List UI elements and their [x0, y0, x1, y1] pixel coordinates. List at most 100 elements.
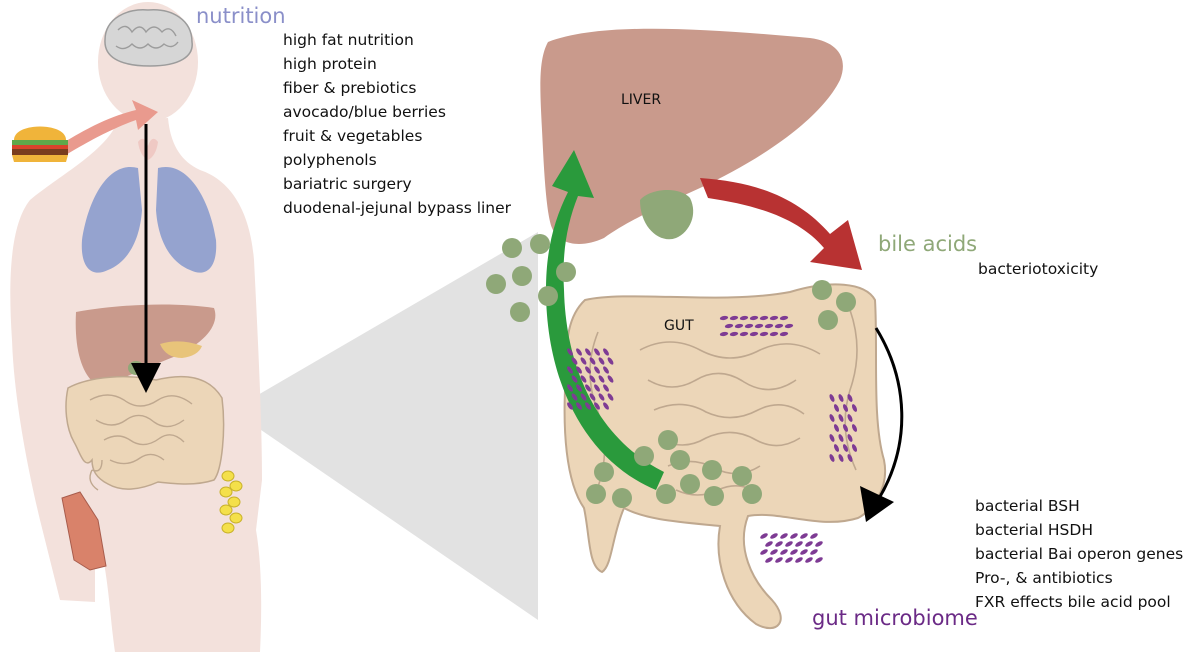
gut-microbiome-arrow	[874, 327, 904, 501]
bacterium-icon	[603, 402, 609, 410]
bile-acid-dot	[538, 286, 558, 306]
bacterium-icon	[829, 394, 835, 402]
bacterium-icon	[744, 323, 754, 329]
bacterium-icon	[598, 393, 605, 401]
bile-acid-dots	[486, 234, 856, 508]
bacterium-icon	[775, 557, 783, 563]
list-item: high protein	[283, 55, 377, 73]
bacterium-icon	[829, 454, 835, 462]
bile-acid-dot	[704, 486, 724, 506]
bacterium-icon	[598, 357, 605, 365]
bacterium-icon	[838, 394, 844, 402]
bacterium-icon	[719, 315, 729, 321]
list-item: polyphenols	[283, 151, 377, 169]
bacterium-icon	[779, 331, 789, 337]
bacterium-icon	[607, 357, 614, 365]
bacterium-icon	[785, 541, 793, 547]
bacterium-icon	[576, 384, 582, 392]
bacterium-icon	[580, 375, 587, 383]
bacterium-icon	[754, 323, 764, 329]
list-item: fruit & vegetables	[283, 127, 423, 145]
bile-acid-dot	[634, 446, 654, 466]
bacterium-icon	[603, 366, 609, 374]
bacterium-icon	[795, 541, 803, 547]
bacterium-icon	[851, 444, 858, 452]
bacterium-icon	[760, 549, 768, 555]
bacterium-icon	[795, 557, 803, 563]
bacterium-icon	[594, 366, 600, 374]
bacterium-icon	[749, 331, 759, 337]
thyroid-icon	[138, 138, 158, 160]
bacterium-icon	[571, 393, 578, 401]
liver-to-gut-arrow	[700, 178, 862, 270]
bile-acid-dot	[556, 262, 576, 282]
bacterium-icon	[576, 348, 582, 356]
bacterium-icon	[576, 402, 582, 410]
bacterium-icon	[800, 533, 808, 539]
bacteria-clusters	[567, 315, 858, 563]
gut-microbiome-title: gut microbiome	[812, 606, 978, 630]
bacterium-icon	[838, 454, 844, 462]
bacterium-icon	[780, 549, 788, 555]
bile-acid-dot	[818, 310, 838, 330]
bacterium-icon	[594, 402, 600, 410]
bacterium-icon	[567, 384, 573, 392]
list-item: duodenal-jejunal bypass liner	[283, 199, 512, 217]
zoom-wedge	[232, 232, 538, 620]
bacterium-icon	[810, 549, 818, 555]
bile-acid-dot	[702, 460, 722, 480]
bile-acid-dot	[836, 292, 856, 312]
bacterium-icon	[739, 331, 749, 337]
lungs-icon	[81, 166, 217, 273]
bacterium-icon	[815, 557, 823, 563]
gut-label: GUT	[664, 318, 694, 334]
bacterium-icon	[759, 315, 769, 321]
bacterium-icon	[765, 541, 773, 547]
bacterium-icon	[589, 357, 596, 365]
bacterium-icon	[607, 393, 614, 401]
bile-acid-dot	[656, 484, 676, 504]
bile-acid-dot	[612, 488, 632, 508]
bile-acid-dot	[530, 234, 550, 254]
list-item: bacterial HSDH	[975, 521, 1093, 539]
bacterium-icon	[607, 375, 614, 383]
bacterium-icon	[815, 541, 823, 547]
bile-acid-dot	[586, 484, 606, 504]
gut-to-liver-arrow	[546, 150, 664, 490]
bacterium-icon	[724, 323, 734, 329]
bacterium-icon	[847, 454, 853, 462]
bacterium-icon	[842, 424, 849, 432]
bacterium-icon	[847, 414, 853, 422]
bile-acids-title: bile acids	[878, 232, 978, 256]
bacterium-icon	[805, 557, 813, 563]
bile-acid-dot	[486, 274, 506, 294]
bacterium-icon	[784, 323, 794, 329]
bacterium-icon	[589, 393, 596, 401]
bacterium-icon	[838, 434, 844, 442]
bacterium-icon	[729, 315, 739, 321]
list-item: bacterial BSH	[975, 497, 1080, 515]
bacterium-icon	[833, 424, 840, 432]
brain-icon	[104, 9, 193, 67]
bacterium-icon	[589, 375, 596, 383]
bacterium-icon	[838, 414, 844, 422]
small-intestines-icon	[65, 375, 225, 491]
bacterium-icon	[833, 404, 840, 412]
bacterium-icon	[770, 533, 778, 539]
list-item: bariatric surgery	[283, 175, 412, 193]
bile-acid-dot	[502, 238, 522, 258]
bacterium-icon	[780, 533, 788, 539]
bacterium-icon	[833, 444, 840, 452]
bacterium-icon	[790, 549, 798, 555]
gut-microbiome-arrowhead	[860, 486, 894, 522]
bacterium-icon	[810, 533, 818, 539]
bacterium-icon	[571, 375, 578, 383]
bacterium-icon	[842, 404, 849, 412]
bacterium-icon	[585, 348, 591, 356]
bacterium-icon	[585, 402, 591, 410]
bacterium-icon	[729, 331, 739, 337]
bacterium-icon	[760, 533, 768, 539]
bile-acid-dot	[512, 266, 532, 286]
bacterium-icon	[594, 348, 600, 356]
